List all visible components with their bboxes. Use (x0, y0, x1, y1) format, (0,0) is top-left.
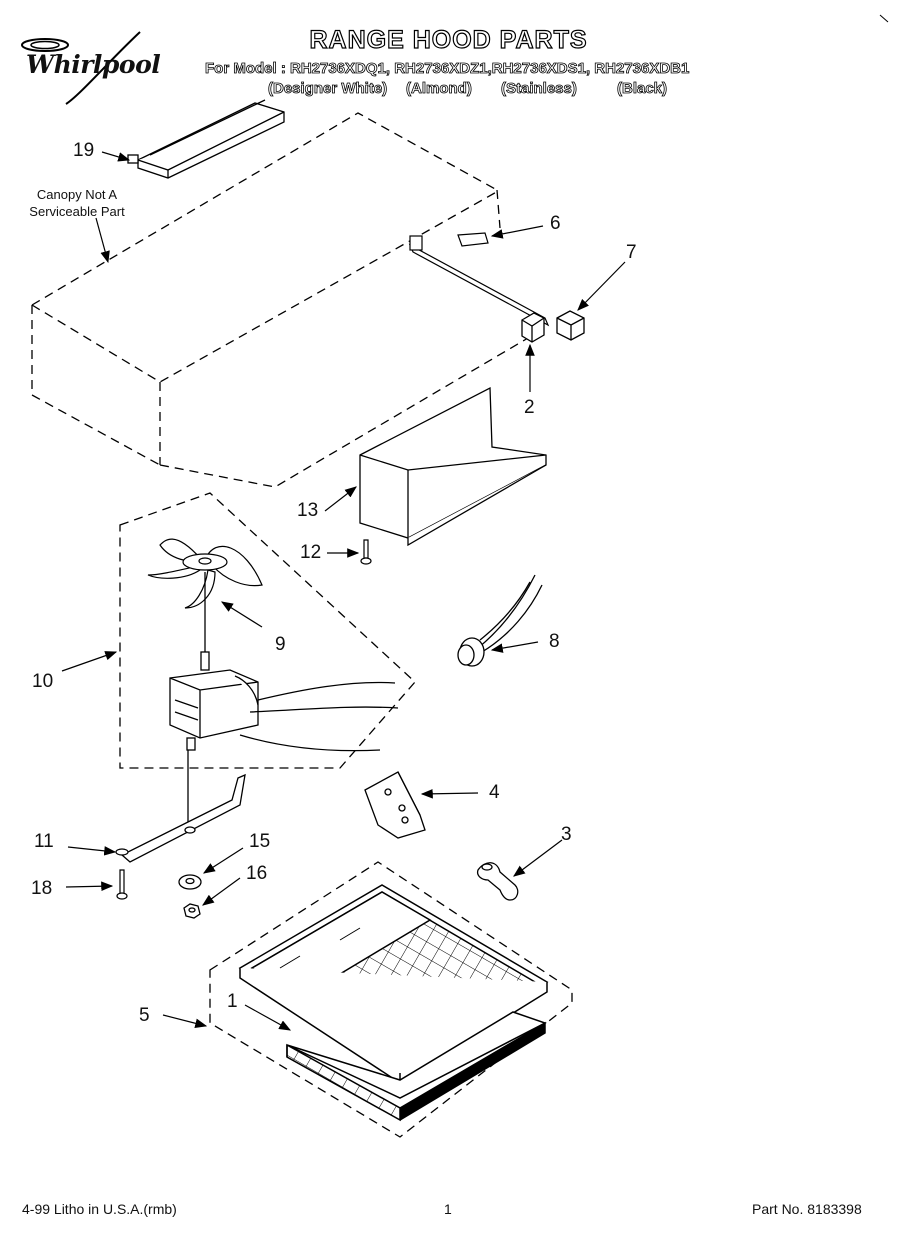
part-4-mounting-bracket (364, 771, 426, 839)
finish-almond: (Almond) (406, 80, 473, 98)
callout-15: 15 (249, 831, 271, 852)
control-bracket (408, 232, 550, 327)
callout-16: 16 (246, 863, 268, 884)
callout-19: 19 (73, 140, 95, 161)
footer-part-number: Part No. 8183398 (752, 1201, 862, 1217)
part-13-duct-plate (359, 386, 547, 547)
canopy-note: Canopy Not A Serviceable Part (18, 186, 136, 220)
part-5-filter-kit-outline (209, 861, 573, 1138)
callout-12: 12 (300, 542, 322, 563)
callout-6: 6 (550, 213, 561, 234)
callout-2: 2 (524, 397, 535, 418)
part-18-screw (116, 869, 128, 900)
whirlpool-logo-icon (21, 31, 141, 105)
finish-designer-white: (Designer White) (268, 80, 388, 98)
page-title: RANGE HOOD PARTS (309, 25, 588, 54)
part-7-switch-knob (556, 310, 585, 341)
models-line: For Model : RH2736XDQ1, RH2736XDZ1,RH273… (205, 60, 690, 78)
part-9-fan-blade (147, 538, 263, 609)
part-2-switch-knob (521, 312, 545, 343)
callout-10: 10 (32, 671, 54, 692)
finish-black: (Black) (617, 80, 668, 98)
part-15-washer (178, 874, 202, 890)
callout-9: 9 (275, 634, 286, 655)
part-8-light-socket (457, 574, 543, 667)
part-1-grease-filter-upper (238, 884, 549, 1084)
footer-litho: 4-99 Litho in U.S.A.(rmb) (22, 1201, 177, 1217)
callout-3: 3 (561, 824, 572, 845)
part-16-nut (183, 903, 201, 919)
callout-18: 18 (31, 878, 53, 899)
canopy-outline (31, 112, 529, 488)
part-19-light-lens (127, 99, 285, 179)
finish-stainless: (Stainless) (501, 80, 578, 98)
motor-mounting-bracket (120, 750, 246, 863)
callout-5: 5 (139, 1005, 150, 1026)
canopy-note-line-2: Serviceable Part (29, 204, 125, 219)
callout-7: 7 (626, 242, 637, 263)
motor (169, 572, 399, 752)
callout-4: 4 (489, 782, 500, 803)
part-1-grease-filter-lower (286, 1011, 547, 1122)
callout-11: 11 (34, 831, 54, 852)
callout-1: 1 (227, 991, 238, 1012)
part-10-motor-assembly-outline (119, 492, 416, 769)
footer-page-number: 1 (444, 1201, 452, 1217)
brand-logo: Whirlpool (26, 50, 161, 79)
part-12-screw (360, 539, 372, 565)
part-11-screw (115, 848, 129, 856)
canopy-note-line-1: Canopy Not A (36, 187, 118, 202)
callout-8: 8 (549, 631, 560, 652)
callout-13: 13 (297, 500, 319, 521)
part-3-wire-clamp (476, 862, 519, 901)
